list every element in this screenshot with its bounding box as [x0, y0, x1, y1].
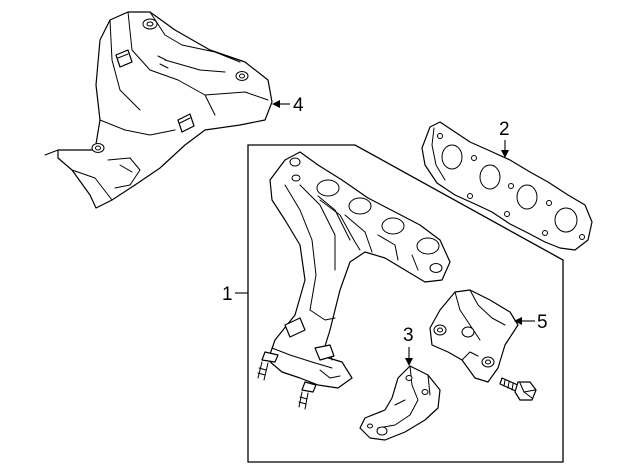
manifold-bracket[interactable]: [429, 289, 519, 383]
exhaust-manifold[interactable]: [257, 151, 451, 410]
callout-2-label: 2: [499, 119, 510, 140]
manifold-gasket[interactable]: [421, 121, 593, 251]
callout-4[interactable]: 4: [272, 95, 304, 116]
flange-bolt[interactable]: [499, 377, 537, 401]
callout-1-label: 1: [222, 284, 233, 305]
callout-4-label: 4: [293, 95, 304, 116]
callout-3-label: 3: [403, 325, 414, 346]
callout-5[interactable]: 5: [514, 312, 548, 333]
callout-5-label: 5: [537, 312, 548, 333]
callout-1[interactable]: 1: [222, 284, 248, 305]
heat-shield[interactable]: [44, 11, 273, 209]
callout-2[interactable]: 2: [499, 119, 510, 158]
assembly-frame: [247, 144, 564, 463]
callout-3[interactable]: 3: [403, 325, 414, 366]
lower-bracket[interactable]: [359, 365, 441, 441]
